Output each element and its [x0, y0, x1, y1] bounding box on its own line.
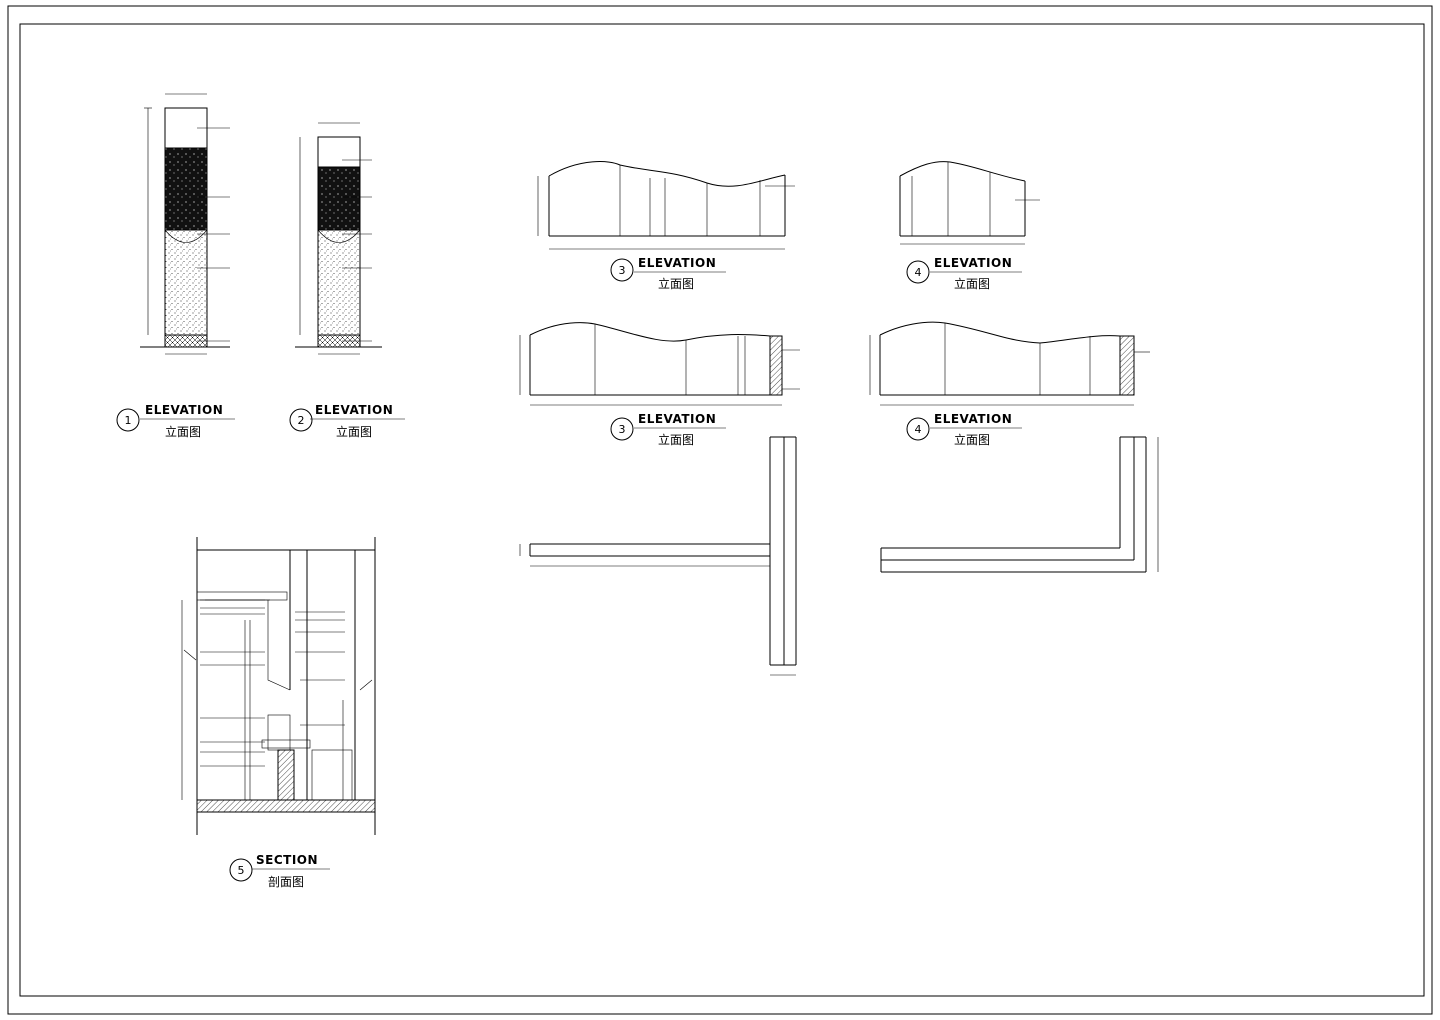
subtitle-elevation-4a: 立面图	[954, 276, 990, 291]
elevation-1-drawing	[140, 93, 230, 355]
elevation-2-drawing	[295, 122, 382, 355]
callout-circle-5	[229, 858, 253, 882]
title-elevation-4b: ELEVATION	[934, 412, 1012, 426]
subtitle-elevation-2: 立面图	[336, 424, 372, 439]
title-block-3b: 3 ELEVATION 立面图	[610, 412, 726, 447]
subtitle-elevation-4b: 立面图	[954, 432, 990, 447]
title-block-3a: 3 ELEVATION 立面图	[610, 256, 726, 291]
elevation-4-mid-drawing	[869, 321, 1150, 406]
subtitle-elevation-1: 立面图	[165, 424, 201, 439]
callout-number-4b: 4	[915, 423, 922, 436]
callout-circle-4a	[906, 260, 930, 284]
callout-number-3b: 3	[619, 423, 626, 436]
subtitle-elevation-3a: 立面图	[658, 276, 694, 291]
callout-number-4a: 4	[915, 266, 922, 279]
callout-number-3a: 3	[619, 264, 626, 277]
callout-number-1: 1	[125, 414, 132, 427]
inner-border	[19, 23, 1425, 997]
title-section-5: SECTION	[256, 853, 318, 867]
callout-circle-3b	[610, 417, 634, 441]
plan-t-shape	[519, 436, 797, 676]
subtitle-elevation-3b: 立面图	[658, 432, 694, 447]
title-block-4b: 4 ELEVATION 立面图	[906, 412, 1022, 447]
title-block-2: 2 ELEVATION 立面图	[289, 403, 405, 439]
title-elevation-3b: ELEVATION	[638, 412, 716, 426]
title-block-1: 1 ELEVATION 立面图	[116, 403, 235, 439]
title-elevation-1: ELEVATION	[145, 403, 223, 417]
elevation-3-mid-drawing	[519, 322, 800, 406]
subtitle-section-5: 剖面图	[268, 875, 304, 889]
callout-circle-3a	[610, 258, 634, 282]
elevation-3-top-drawing	[537, 161, 795, 250]
callout-circle-2	[289, 408, 313, 432]
title-elevation-2: ELEVATION	[315, 403, 393, 417]
callout-number-2: 2	[298, 414, 305, 427]
section-5-drawing	[181, 537, 376, 835]
plan-l-shape	[880, 436, 1159, 573]
callout-number-5: 5	[238, 864, 245, 877]
title-elevation-4a: ELEVATION	[934, 256, 1012, 270]
elevation-4-top-drawing	[899, 161, 1040, 245]
outer-border	[7, 5, 1433, 1015]
title-block-5: 5 SECTION 剖面图	[229, 853, 330, 889]
title-block-4a: 4 ELEVATION 立面图	[906, 256, 1022, 291]
callout-circle-1	[116, 408, 140, 432]
callout-circle-4b	[906, 417, 930, 441]
title-elevation-3a: ELEVATION	[638, 256, 716, 270]
